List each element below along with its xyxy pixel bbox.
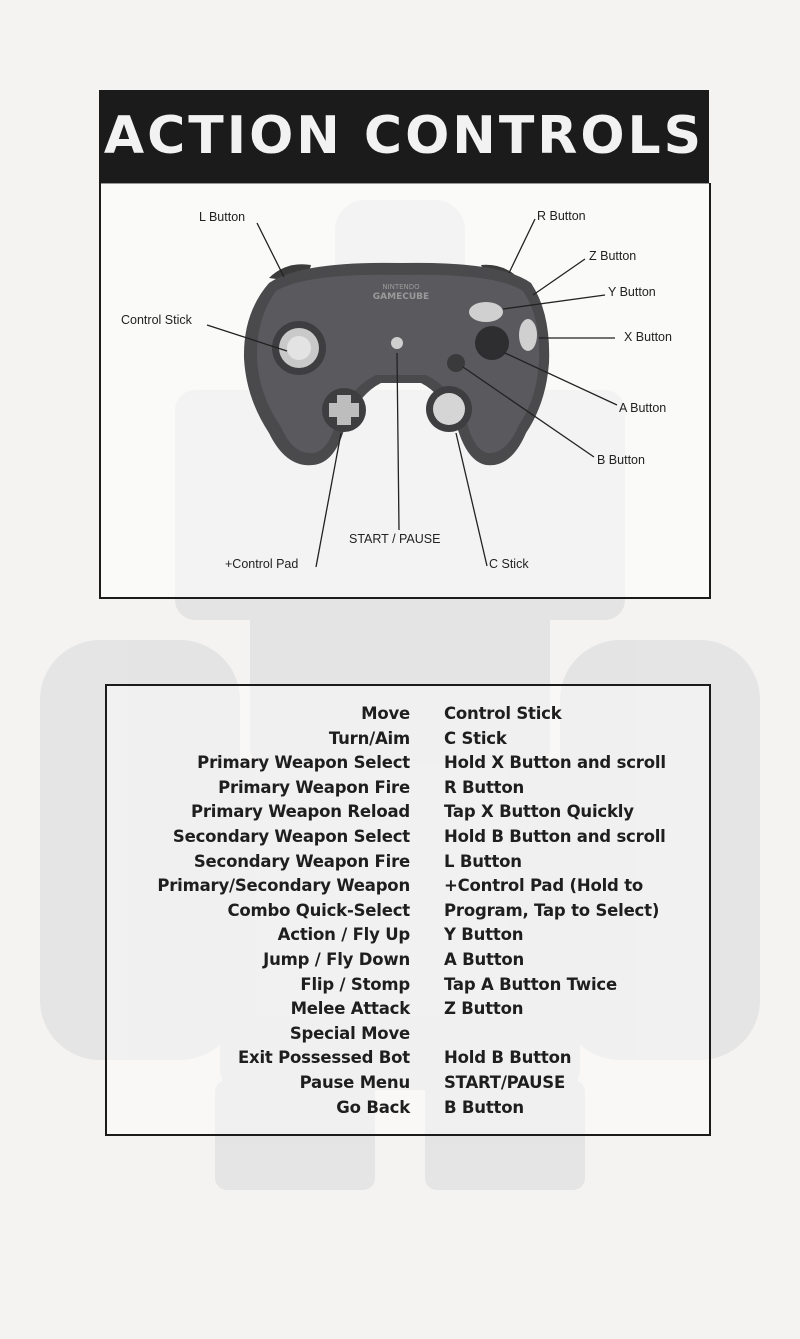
action-label: Melee Attack: [290, 999, 411, 1019]
action-label: Exit Possessed Bot: [237, 1048, 410, 1068]
input-label: A Button: [444, 949, 525, 969]
callout-l-button: L Button: [199, 210, 246, 224]
callout-control-stick: Control Stick: [121, 313, 192, 327]
input-label: Z Button: [444, 999, 524, 1019]
action-label: Flip / Stomp: [300, 974, 410, 994]
input-label: Control Stick: [444, 704, 562, 723]
action-label: Turn/Aim: [328, 728, 410, 748]
action-label: Secondary Weapon Select: [172, 826, 410, 846]
page-title: ACTION CONTROLS: [103, 106, 705, 166]
action-label: Move: [361, 704, 410, 723]
action-label: Special Move: [289, 1023, 410, 1043]
action-label: Go Back: [336, 1097, 410, 1117]
input-label: Tap X Button Quickly: [444, 802, 634, 822]
action-label: Jump / Fly Down: [263, 949, 410, 969]
callout-y-button: Y Button: [608, 285, 656, 299]
action-label: Primary/Secondary Weapon: [157, 876, 410, 896]
input-label: START/PAUSE: [444, 1072, 566, 1092]
actions-column: Move Turn/Aim Primary Weapon Select Prim…: [107, 702, 410, 1120]
input-label: Hold B Button and scroll: [444, 826, 666, 846]
input-label: B Button: [444, 1097, 524, 1117]
callout-z-button: Z Button: [589, 249, 637, 263]
callout-control-pad: +Control Pad: [225, 557, 299, 571]
callout-b-button: B Button: [597, 453, 645, 467]
input-label: R Button: [444, 777, 525, 797]
input-label: Program, Tap to Select): [444, 900, 660, 920]
callout-x-button: X Button: [624, 330, 672, 344]
input-label: C Stick: [444, 728, 507, 748]
action-label: Primary Weapon Reload: [190, 802, 410, 822]
callout-c-stick: C Stick: [489, 557, 529, 571]
svg-text:GAMECUBE: GAMECUBE: [373, 292, 429, 302]
header-banner: ACTION CONTROLS: [99, 90, 709, 184]
input-label: +Control Pad (Hold to: [444, 876, 644, 896]
gamecube-controller-illustration: NINTENDO GAMECUBE: [206, 218, 618, 568]
inputs-column: Control Stick C Stick Hold X Button and …: [444, 702, 706, 1120]
input-label: L Button: [444, 851, 522, 871]
callout-a-button: A Button: [619, 401, 667, 415]
action-label: Action / Fly Up: [277, 925, 411, 945]
action-label: Secondary Weapon Fire: [193, 851, 410, 871]
action-label: Combo Quick-Select: [227, 900, 410, 920]
input-label: Hold B Button: [444, 1048, 572, 1068]
input-label: Y Button: [444, 925, 524, 945]
controls-table: Move Turn/Aim Primary Weapon Select Prim…: [105, 684, 711, 1136]
input-label: [444, 1022, 706, 1047]
callout-r-button: R Button: [537, 209, 586, 223]
svg-text:NINTENDO: NINTENDO: [382, 283, 420, 291]
action-label: Pause Menu: [299, 1072, 411, 1092]
input-label: Hold X Button and scroll: [444, 753, 666, 773]
action-label: Primary Weapon Select: [197, 753, 410, 773]
callout-start-pause: START / PAUSE: [349, 532, 441, 546]
controller-diagram: NINTENDO GAMECUBE: [99, 183, 711, 599]
input-label: Tap A Button Twice: [444, 974, 617, 994]
action-label: Primary Weapon Fire: [218, 777, 410, 797]
